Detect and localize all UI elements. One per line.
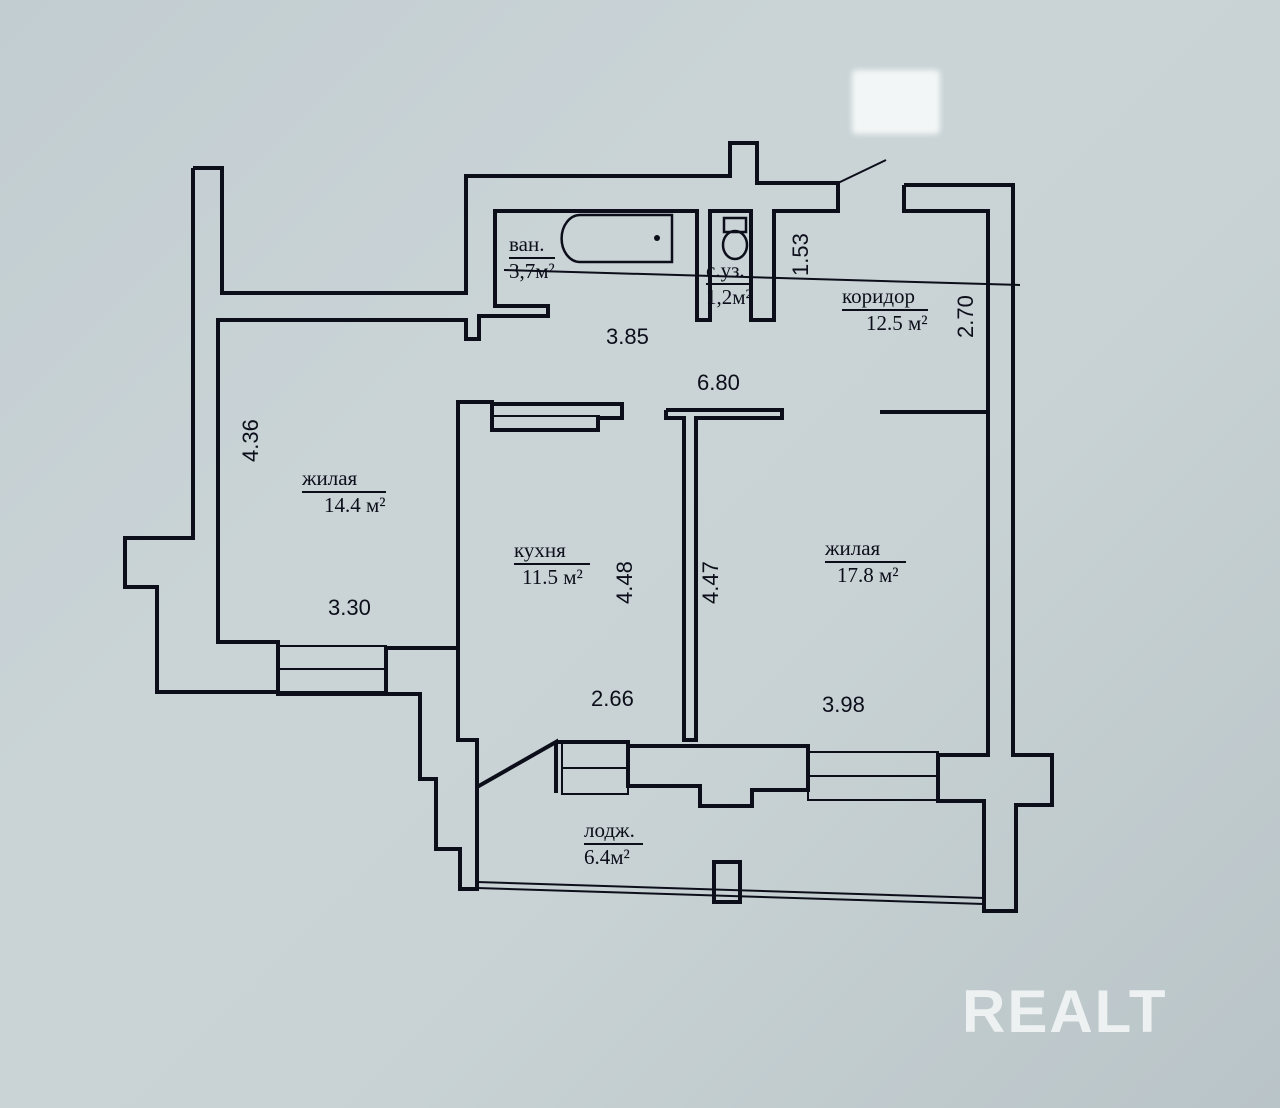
outer-wall-bottom-left [386, 692, 558, 891]
loggia-balcony-wall [556, 740, 810, 808]
bathtub [560, 213, 674, 264]
corridor-label: коридор 12.5 м² [842, 284, 928, 335]
outer-wall-right [902, 183, 1054, 913]
partition-walls [664, 408, 784, 742]
realt-watermark: REALT [962, 978, 1168, 1045]
wc-label: с.уз. 1,2м² [706, 258, 752, 309]
bath-label: ван. 3,7м² [509, 232, 555, 283]
outer-wall-left [123, 168, 278, 694]
dim-corridor-height: 2.70 [953, 295, 978, 338]
dim-corridor-width: 6.80 [697, 370, 740, 395]
kitchen-label: кухня 11.5 м² [514, 540, 590, 588]
loggia-label: лодж. 6.4м² [584, 820, 643, 868]
living-right-label: жилая 17.8 м² [825, 538, 907, 586]
outer-wall [193, 141, 840, 696]
living-left-label: жилая 14.4 м² [302, 466, 386, 517]
dim-living-right-width: 3.98 [822, 692, 865, 717]
redacted-patch [852, 70, 940, 134]
dim-living-left-height: 4.36 [238, 419, 263, 462]
dim-kitchen-width: 2.66 [591, 686, 634, 711]
dim-kitchen-height: 4.48 [612, 561, 637, 604]
dim-wc-height: 1.53 [788, 233, 813, 276]
dim-living-left-width: 3.30 [328, 595, 371, 620]
dim-living-right-height: 4.47 [698, 561, 723, 604]
dim-bath-wc-width: 3.85 [606, 324, 649, 349]
